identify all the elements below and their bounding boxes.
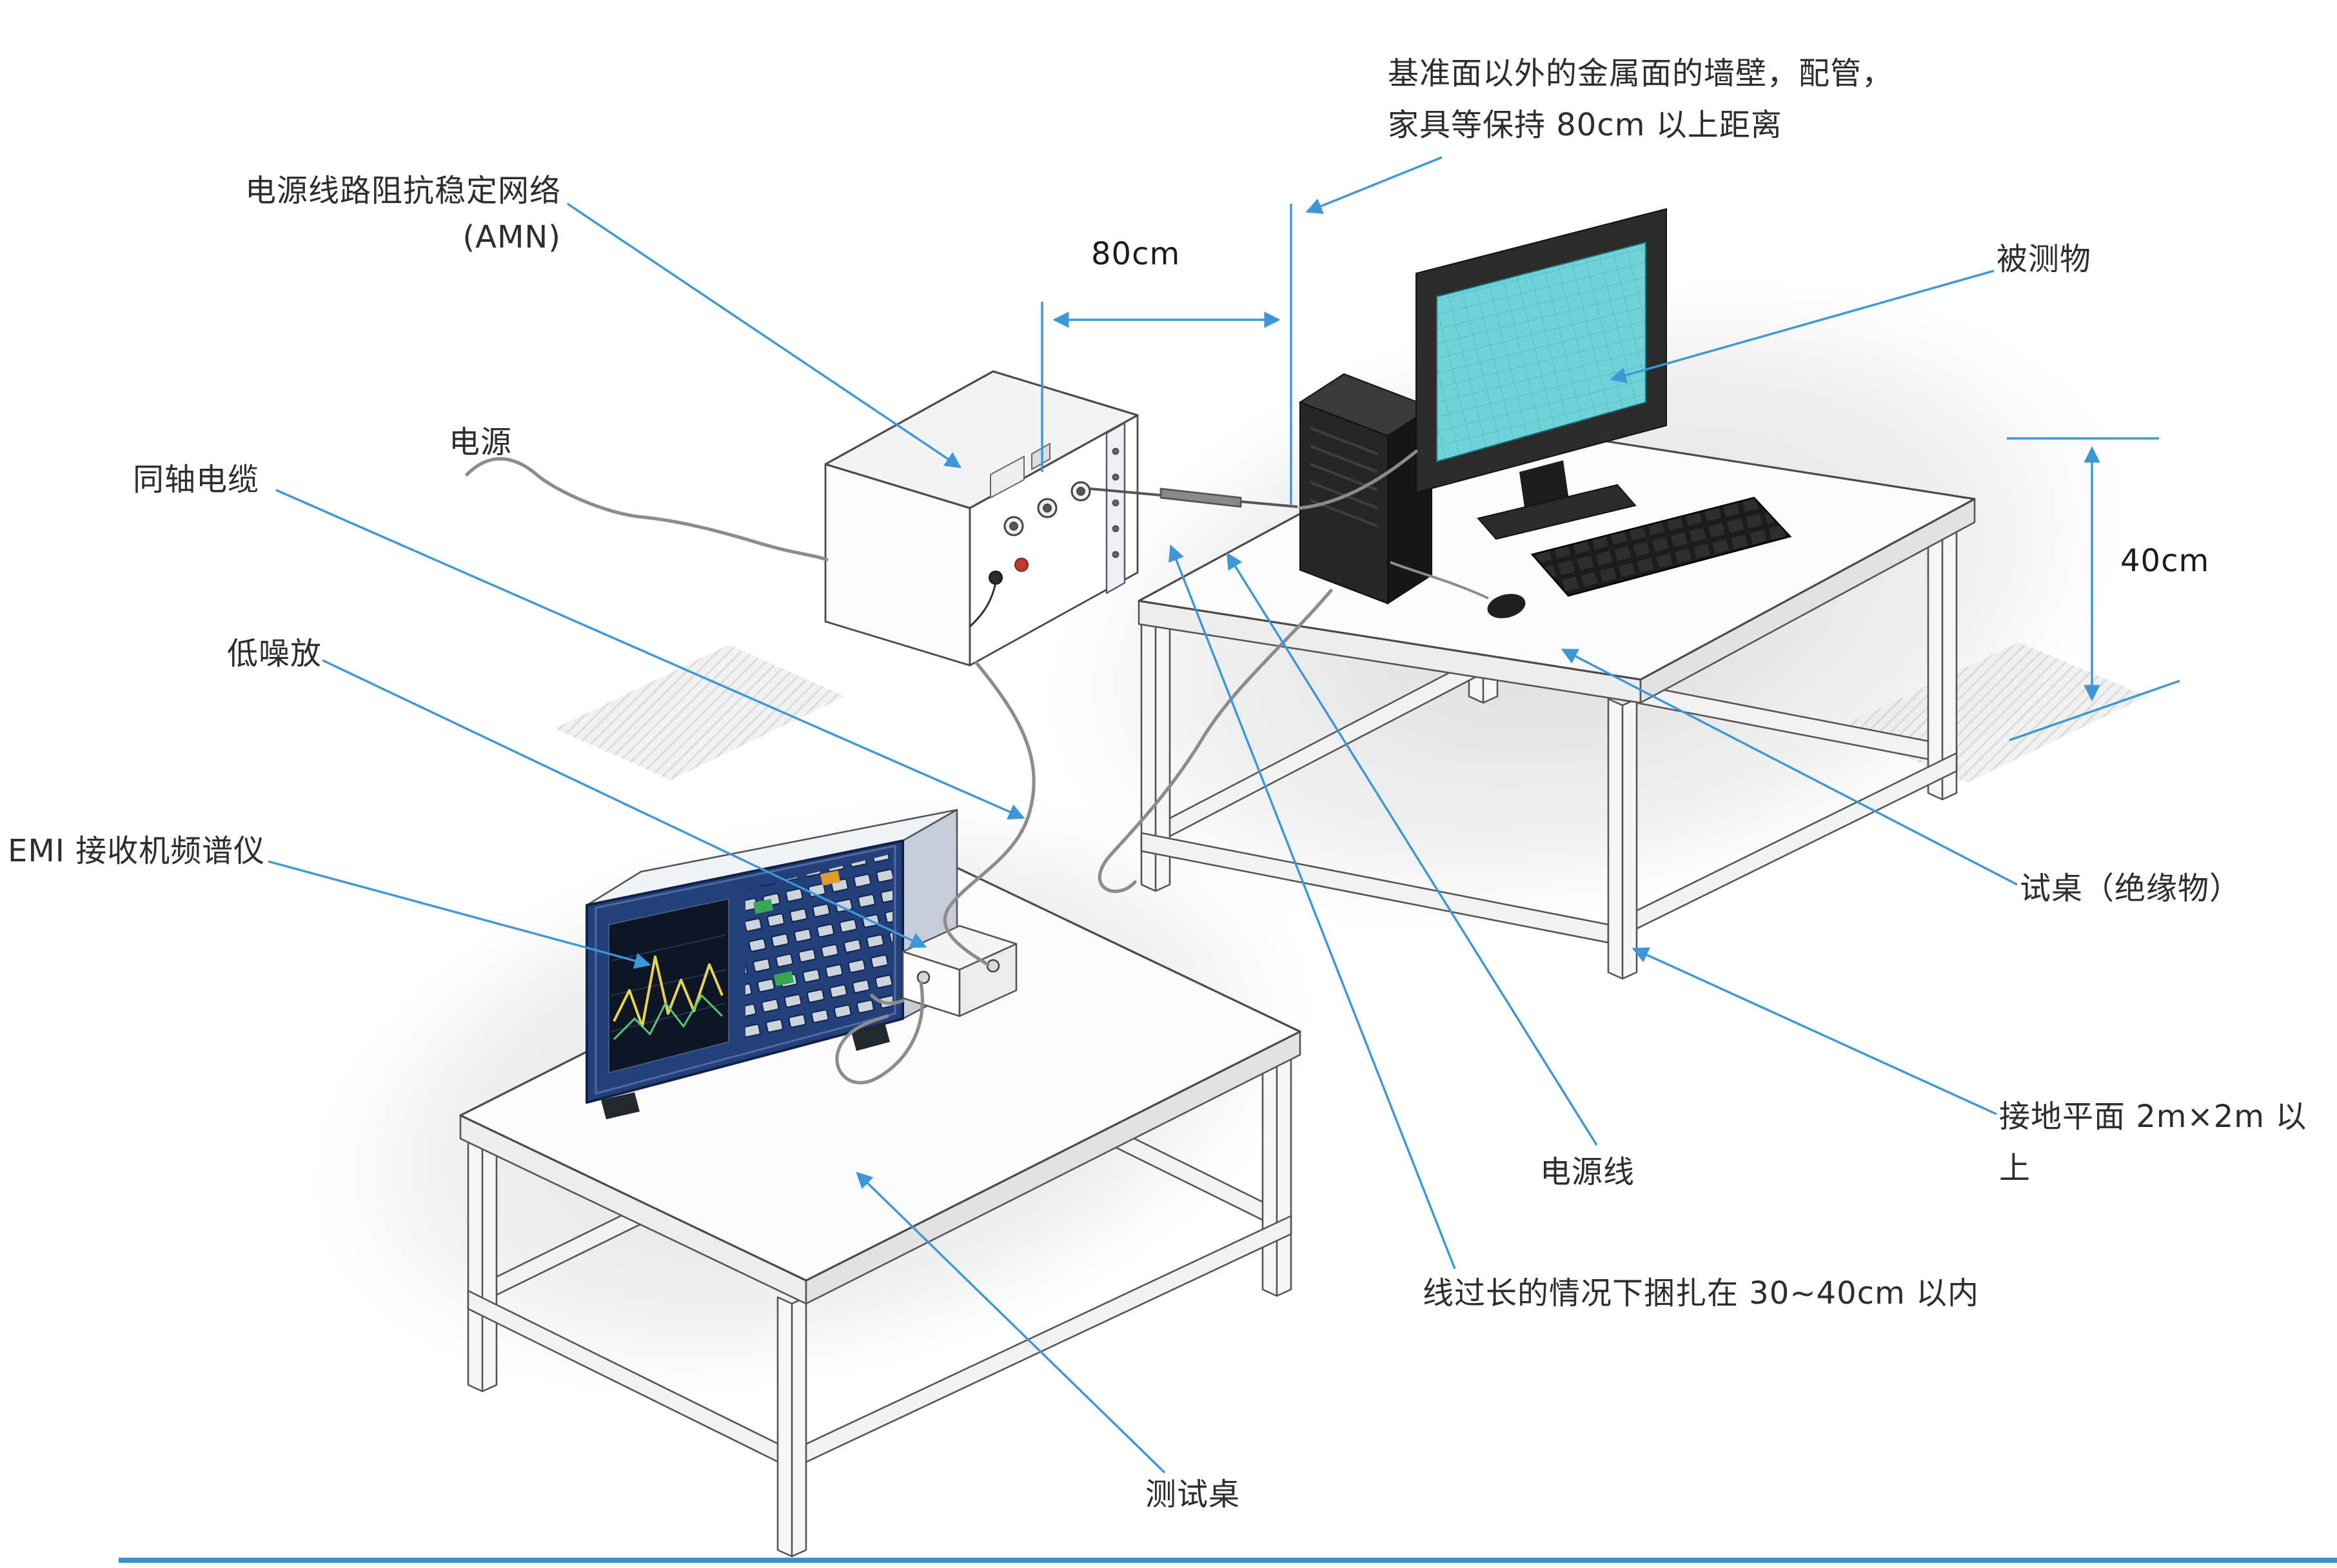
analyzer-foot <box>851 1023 890 1051</box>
amn-front-panel <box>969 422 1126 628</box>
leader-power-cord <box>1226 552 1598 1146</box>
callout-label-coaxial-cable: 同轴电缆 <box>133 462 259 498</box>
tower-vents <box>1310 427 1378 527</box>
floor-texture-patch-left <box>555 645 845 780</box>
callout-label-amn: 电源线路阻抗稳定网络 (AMN) <box>245 173 561 255</box>
callout-label-bundle-note: 线过长的情况下捆扎在 30~40cm 以内 <box>1423 1275 1980 1311</box>
mouse <box>1390 561 1526 618</box>
dimension-40cm <box>2007 437 2180 741</box>
callout-label-lna: 低噪放 <box>227 636 322 672</box>
dimension-label-40cm: 40cm <box>2120 543 2210 579</box>
leader-bundle-note <box>1168 544 1456 1269</box>
callout-label-insulated-table: 试桌（绝缘物） <box>2020 870 2241 906</box>
monitor-base <box>1477 484 1637 540</box>
callout-label-emi-receiver: EMI 接收机频谱仪 <box>8 833 266 869</box>
monitor-screen <box>1436 241 1646 463</box>
cables <box>465 449 1418 1084</box>
bottom-border-line <box>119 1558 2337 1563</box>
leader-test-table <box>856 1171 1166 1474</box>
callout-label-ground-plane: 接地平面 2m×2m 以上 <box>1999 1099 2307 1186</box>
dimension-label-80cm: 80cm <box>1091 236 1181 272</box>
mouse-cable <box>1390 561 1489 600</box>
callout-label-test-table: 测试桌 <box>1145 1476 1240 1513</box>
amn-red-terminal <box>1014 558 1029 572</box>
analyzer-button-grid <box>745 854 892 1047</box>
lna-output-loop <box>835 981 924 1084</box>
leader-emi-receiver <box>268 860 651 969</box>
lna-connector-out <box>916 970 931 985</box>
leader-ground-plane <box>1632 947 1997 1115</box>
analyzer-trace-yellow <box>613 956 724 1028</box>
leader-coax <box>275 489 1025 819</box>
analyzer-trace-green <box>613 994 724 1041</box>
amn-probe <box>1089 487 1298 508</box>
leader-dut <box>1610 270 1995 384</box>
callout-label-metal-distance: 基准面以外的金属面的墙壁，配管， 家具等保持 80cm 以上距离 <box>1388 55 1893 143</box>
analyzer-link-cable <box>870 994 905 1005</box>
analyzer-foot <box>601 1092 640 1119</box>
lna-connector-in <box>986 959 1000 973</box>
coaxial-cable <box>943 661 1036 966</box>
leader-lna <box>322 659 927 948</box>
pc-power-cord <box>1098 589 1333 893</box>
callout-label-dut: 被测物 <box>1997 241 2091 277</box>
callout-label-power-cord: 电源线 <box>1540 1154 1635 1190</box>
callout-lines <box>268 156 2018 1474</box>
spectrum-analyzer <box>586 808 958 1119</box>
leader-amn <box>567 202 962 469</box>
dimension-80cm <box>1041 204 1292 505</box>
left-test-table <box>459 865 1301 1558</box>
keyboard <box>1530 496 1792 597</box>
callout-label-power-source: 电源 <box>449 424 512 460</box>
amn-black-terminal <box>989 571 1003 585</box>
amn-box <box>824 370 1298 667</box>
probe-to-monitor-cable <box>1298 449 1418 510</box>
lna-box <box>902 925 1018 1017</box>
monitor <box>1415 208 1667 540</box>
power-cable <box>465 457 829 562</box>
leader-metal-distance <box>1305 156 1443 214</box>
analyzer-screen <box>608 898 729 1073</box>
amn-terminal-strip <box>1105 422 1126 594</box>
leader-insulated-table <box>1561 649 2018 886</box>
